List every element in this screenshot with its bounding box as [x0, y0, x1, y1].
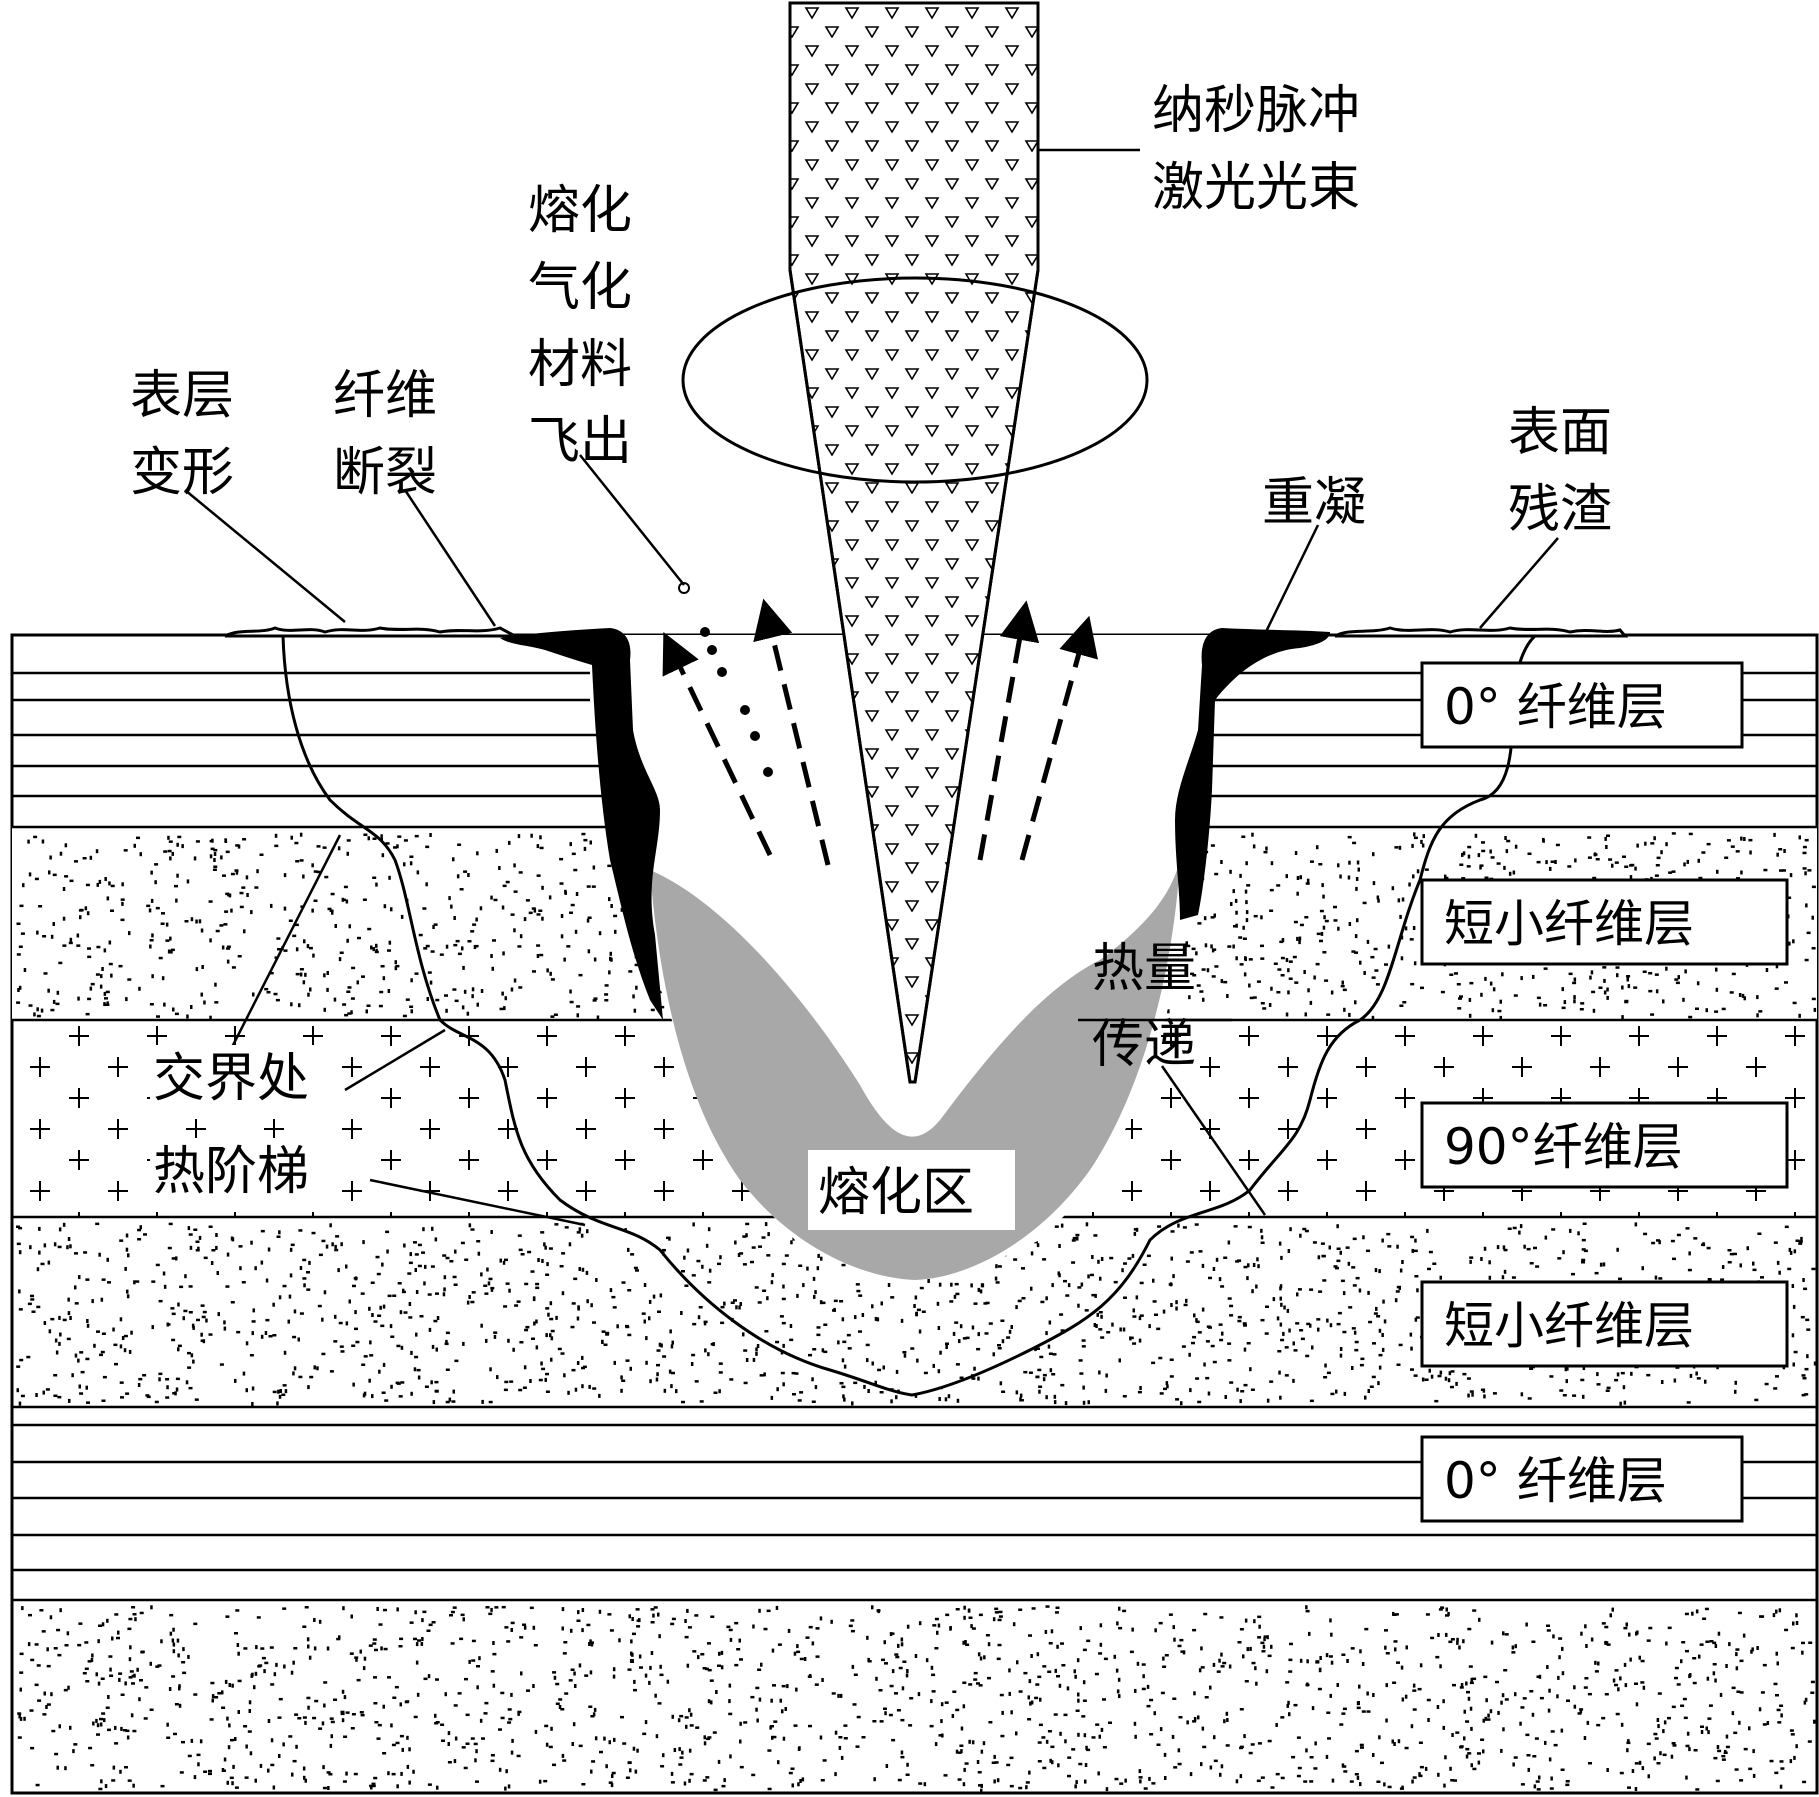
- layer-label-3: 90°纤维层: [1444, 1118, 1683, 1176]
- interface-label-bg: [150, 1045, 340, 1111]
- surface-residue-right: [1334, 626, 1629, 638]
- label-ejection-line2: 气化: [528, 258, 632, 318]
- recast-layer-right: [1175, 628, 1330, 920]
- layer-label-box-2: 短小纤维层: [1420, 878, 1789, 966]
- leader-recondensation: [1260, 524, 1320, 641]
- label-melt-zone: 熔化区: [818, 1163, 974, 1223]
- thermal-gradient-label-bg: [150, 1138, 340, 1204]
- leader-fiber-fracture: [403, 489, 497, 627]
- label-surface-deformation-line1: 表层: [130, 366, 234, 426]
- layer-label-4: 短小纤维层: [1444, 1297, 1694, 1355]
- focus-ellipse: [681, 276, 1149, 484]
- label-ejection-line1: 熔化: [528, 181, 632, 241]
- layer-label-5: 0° 纤维层: [1444, 1452, 1667, 1510]
- label-surface-deformation-line2: 变形: [130, 443, 234, 503]
- leader-interface: [226, 834, 342, 1056]
- label-fiber-fracture-line1: 纤维: [333, 366, 437, 426]
- layer-label-box-4: 短小纤维层: [1420, 1280, 1789, 1368]
- label-heat-transfer-line2: 传递: [1092, 1015, 1196, 1075]
- annotation-labels: 纳秒脉冲 激光光束 熔化 气化 材料 飞出 表层 变形 纤维 断裂 重凝 表面 …: [130, 81, 1612, 1230]
- leader-heat-transfer-2: [1160, 1065, 1267, 1216]
- layer-label-box-1: 0° 纤维层: [1420, 661, 1744, 749]
- label-ejection-line4: 飞出: [528, 412, 632, 472]
- label-fiber-fracture-line2: 断裂: [333, 443, 437, 503]
- label-surface-residue-line1: 表面: [1508, 403, 1612, 463]
- leader-ejection: [579, 454, 685, 586]
- melt-zone: [650, 860, 1180, 1280]
- label-laser-beam-line2: 激光光束: [1152, 158, 1360, 218]
- leader-surface-deformation: [184, 489, 346, 623]
- leader-surface-residue: [1479, 537, 1559, 629]
- label-laser-beam-line1: 纳秒脉冲: [1152, 81, 1360, 141]
- ejection-arrow-2: [753, 598, 831, 866]
- ejection-arrow-3: [977, 600, 1040, 861]
- label-thermal-gradient: 热阶梯: [153, 1142, 309, 1202]
- label-interface: 交界处: [153, 1049, 309, 1109]
- layer-legend: 0° 纤维层 短小纤维层 90°纤维层 短小纤维层 0° 纤维层: [1420, 661, 1789, 1523]
- label-ejection-line3: 材料: [528, 335, 632, 395]
- label-heat-transfer-line1: 热量: [1092, 939, 1196, 999]
- recast-layer-left: [500, 628, 663, 1020]
- leader-interface-2: [344, 1028, 446, 1092]
- label-surface-residue-line2: 残渣: [1508, 480, 1612, 540]
- layer-label-2: 短小纤维层: [1444, 895, 1694, 953]
- heat-affected-zone-boundary: [281, 634, 1537, 1397]
- label-recondensation: 重凝: [1262, 473, 1366, 533]
- leader-thermal-gradient: [369, 1178, 586, 1227]
- ejection-arrows: [662, 598, 1098, 866]
- short-fiber-texture-3: [17, 1605, 1816, 1793]
- surface-residue-left: [224, 626, 516, 638]
- leader-lines: [184, 148, 1559, 1227]
- layer-label-box-3: 90°纤维层: [1420, 1101, 1789, 1189]
- layer-label-1: 0° 纤维层: [1444, 678, 1667, 736]
- ejected-particles: [678, 582, 773, 777]
- layer-label-box-5: 0° 纤维层: [1420, 1435, 1744, 1523]
- melt-zone-label-bg: [808, 1150, 1015, 1230]
